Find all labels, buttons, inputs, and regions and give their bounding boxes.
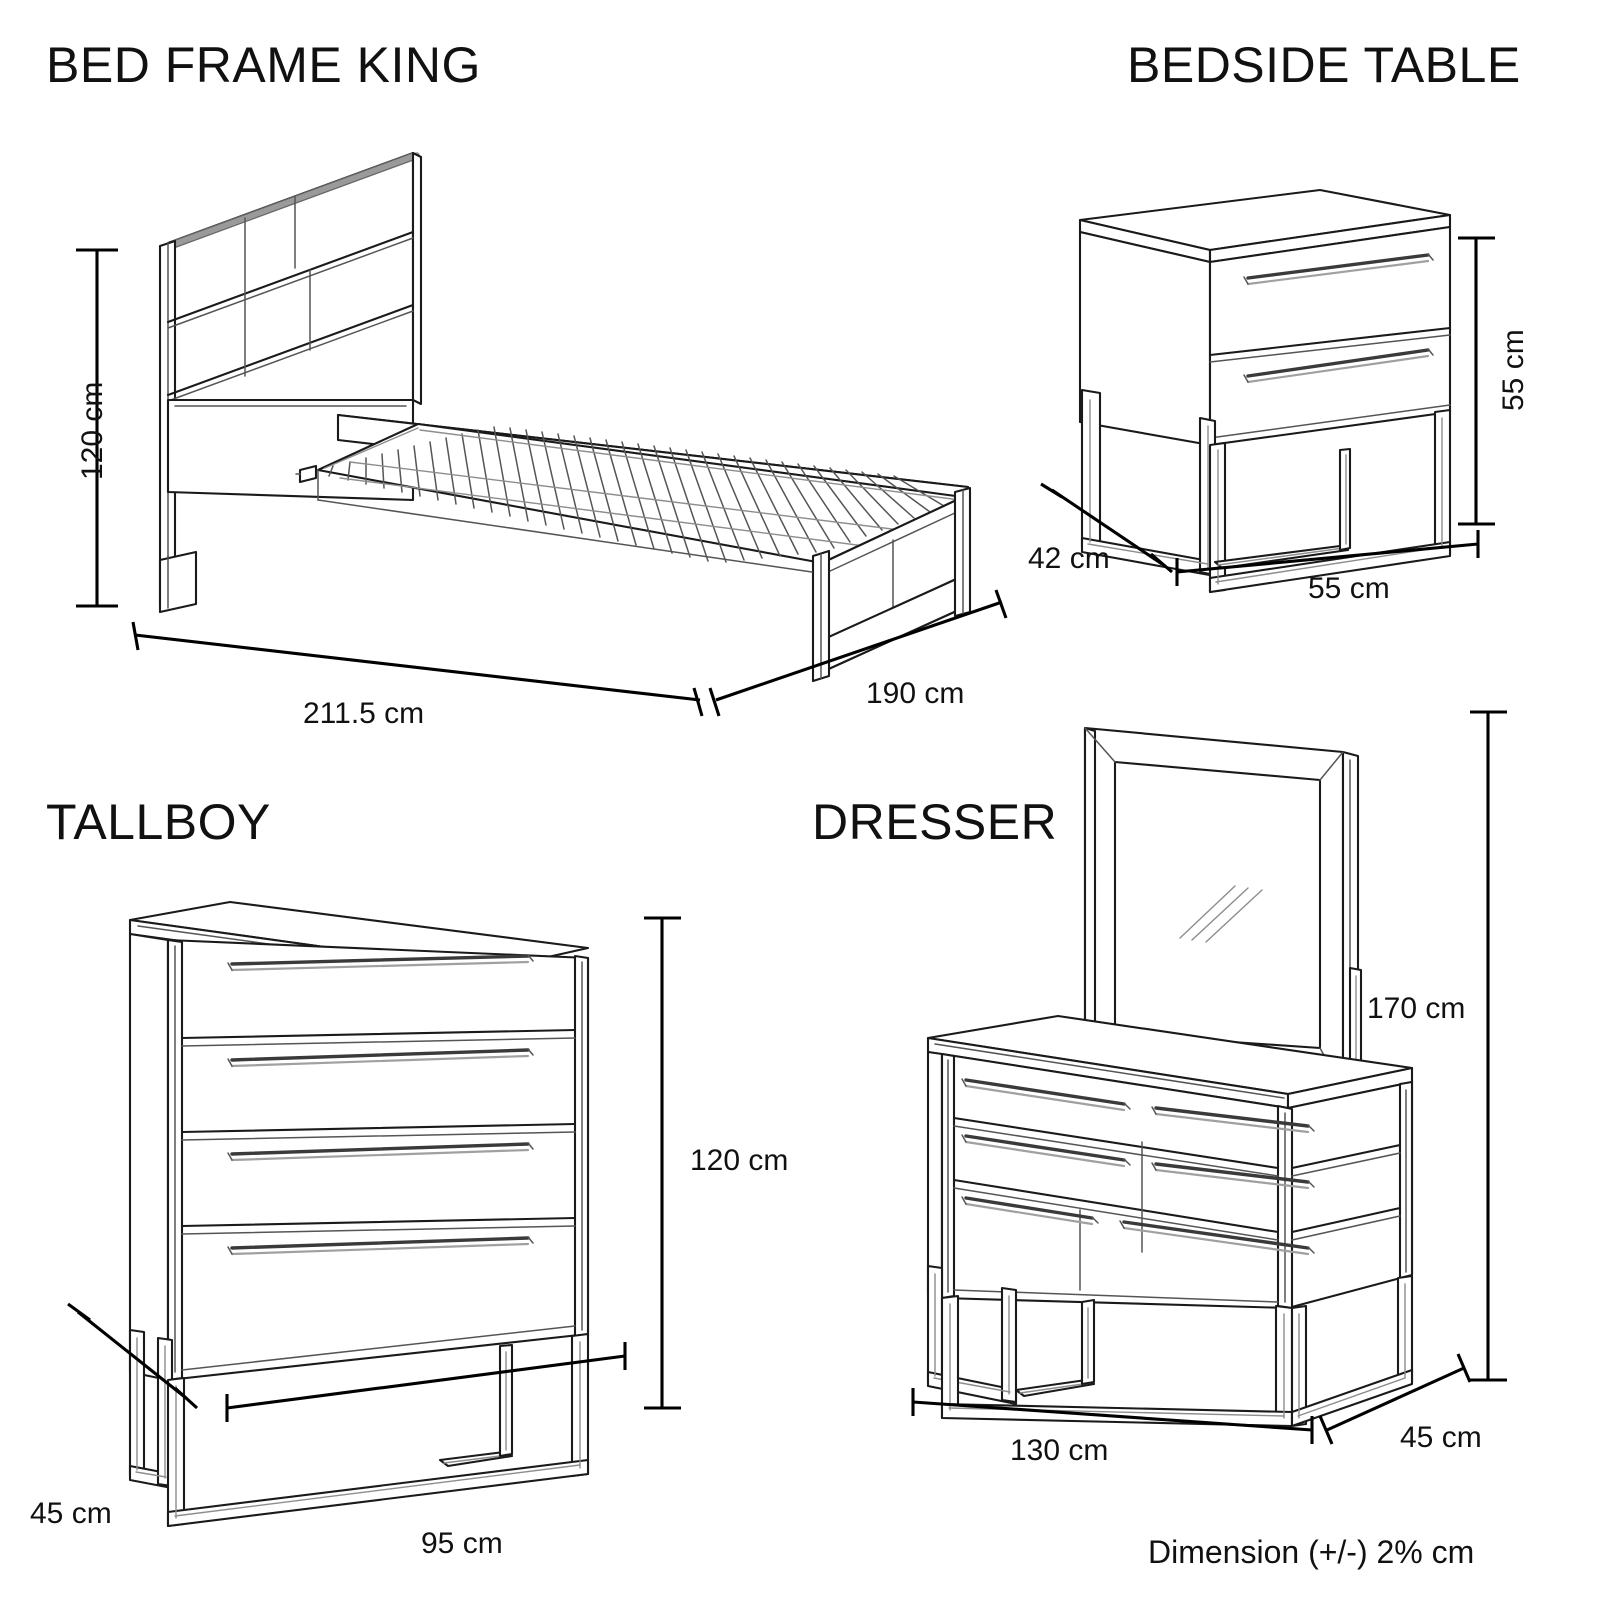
dimension-tolerance-note: Dimension (+/-) 2% cm	[1148, 1534, 1475, 1570]
bed-base	[295, 413, 972, 683]
tallboy-metal-base	[128, 1328, 590, 1528]
tallboy-carcass	[128, 900, 590, 1382]
bedside-height-label: 55 cm	[1497, 329, 1530, 411]
bedside-height-dimension	[1458, 236, 1495, 526]
heading-bed-frame-king: BED FRAME KING	[46, 37, 481, 93]
bedside-width-dimension	[1175, 530, 1480, 586]
bedside-carcass	[1078, 188, 1452, 447]
tallboy-height-dimension	[644, 916, 681, 1410]
bed-width-label: 190 cm	[866, 677, 965, 710]
bed-headboard	[158, 151, 423, 606]
heading-dresser: DRESSER	[812, 794, 1058, 850]
dresser-depth-dimension	[1318, 1353, 1472, 1445]
tallboy-height-label: 120 cm	[690, 1144, 789, 1177]
dresser-depth-label: 45 cm	[1400, 1421, 1482, 1454]
bedside-width-label: 55 cm	[1308, 572, 1390, 605]
heading-tallboy: TALLBOY	[46, 794, 271, 850]
mirror-glass-reflection	[1179, 885, 1263, 943]
dresser-height-label: 170 cm	[1367, 992, 1466, 1025]
bed-frame-king-drawing	[76, 151, 1008, 717]
bed-height-dimension	[76, 248, 118, 608]
bedside-table-drawing	[1040, 188, 1495, 594]
tallboy-width-dimension	[225, 1342, 627, 1422]
bed-length-label: 211.5 cm	[303, 697, 425, 730]
dresser-width-label: 130 cm	[1010, 1434, 1109, 1467]
tallboy-depth-dimension	[67, 1302, 199, 1410]
bed-length-dimension	[131, 621, 704, 717]
tallboy-width-label: 95 cm	[421, 1527, 503, 1560]
dresser-mirror	[1083, 726, 1363, 1110]
bedside-metal-base	[1080, 388, 1452, 594]
dresser-width-dimension	[911, 1388, 1314, 1444]
heading-bedside-table: BEDSIDE TABLE	[1127, 37, 1521, 93]
tallboy-drawing	[67, 900, 681, 1528]
dresser-carcass	[926, 1014, 1414, 1310]
bedside-depth-label: 42 cm	[1028, 542, 1110, 575]
bed-width-dimension	[708, 589, 1008, 717]
dresser-height-dimension	[1470, 710, 1507, 1382]
tallboy-depth-label: 45 cm	[30, 1497, 112, 1530]
bed-height-label: 120 cm	[76, 381, 109, 480]
dresser-drawing	[911, 710, 1507, 1445]
bedside-depth-dimension	[1040, 482, 1174, 574]
